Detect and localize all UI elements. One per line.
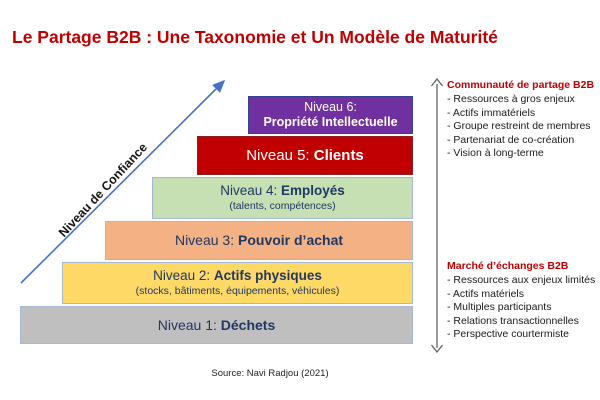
community-panel: Communauté de partage B2B - Ressources à… [447,79,599,161]
list-item: - Actifs matériels [447,287,525,300]
level-block-5: Niveau 5: Clients [197,136,413,175]
list-item: - Ressources aux enjeux limités [447,274,596,286]
level-2-label: Niveau 2: Actifs physiques [153,268,322,284]
level-block-6: Niveau 6: Propriété Intellectuelle [248,96,413,134]
level-block-2: Niveau 2: Actifs physiques (stocks, bâti… [62,262,413,304]
list-item: - Perspective courtermiste [447,328,569,340]
community-heading: Communauté de partage B2B [447,79,595,91]
level-4-label: Niveau 4: Employés [220,183,345,199]
list-item: - Vision à long-terme [447,147,544,159]
market-panel: Marché d’échanges B2B - Ressources aux e… [447,260,599,342]
level-block-1: Niveau 1: Déchets [20,306,413,344]
list-item: - Actifs immatériels [447,106,536,119]
range-arrow-icon [431,78,443,353]
level-block-3: Niveau 3: Pouvoir d’achat [105,221,413,260]
level-block-4: Niveau 4: Employés (talents, compétences… [152,177,413,219]
list-item: - Groupe restreint de membres [447,120,591,132]
list-item: - Ressources à gros enjeux [447,93,575,105]
level-2-subtitle: (stocks, bâtiments, équipements, véhicul… [135,285,340,298]
list-item: - Multiples participants [447,301,552,313]
source-credit: Source: Navi Radjou (2021) [211,368,329,379]
level-5-label: Niveau 5: Clients [246,146,364,164]
level-3-label: Niveau 3: Pouvoir d’achat [174,232,344,249]
list-item: - Partenariat de co-création [447,133,575,146]
market-heading: Marché d’échanges B2B [447,260,569,272]
level-4-subtitle: (talents, compétences) [229,200,336,213]
level-6-label: Niveau 6: Propriété Intellectuelle [263,100,398,129]
list-item: - Relations transactionnelles [447,314,579,327]
level-1-label: Niveau 1: Déchets [157,316,276,333]
page-title: Le Partage B2B : Une Taxonomie et Un Mod… [12,27,498,47]
